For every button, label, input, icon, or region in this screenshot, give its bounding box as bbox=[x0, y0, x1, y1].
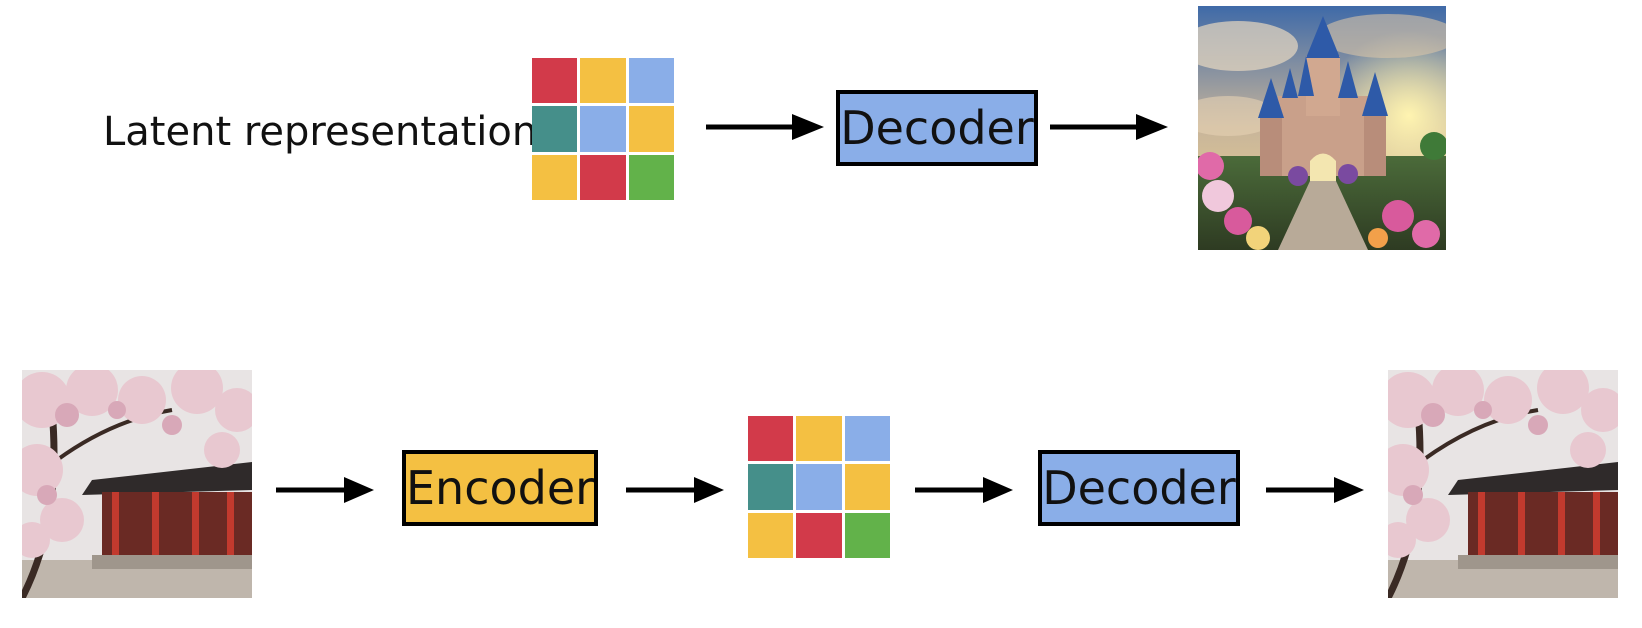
latent-cell bbox=[580, 58, 626, 104]
latent-cell bbox=[748, 512, 794, 558]
arrow-icon bbox=[1050, 114, 1168, 140]
encoder-label: Encoder bbox=[405, 461, 595, 515]
latent-cell bbox=[796, 464, 842, 510]
latent-cell bbox=[796, 512, 842, 558]
arrow-icon bbox=[626, 477, 724, 503]
latent-grid-top bbox=[532, 58, 674, 200]
decoder-box-bottom: Decoder bbox=[1038, 450, 1240, 526]
latent-cell bbox=[796, 416, 842, 462]
latent-cell bbox=[628, 154, 674, 200]
decoder-box-top: Decoder bbox=[836, 90, 1038, 166]
arrow-icon bbox=[915, 477, 1013, 503]
latent-cell bbox=[532, 58, 578, 104]
latent-cell bbox=[580, 106, 626, 152]
arrow-icon bbox=[706, 114, 824, 140]
latent-cell bbox=[844, 512, 890, 558]
latent-grid-bottom bbox=[748, 416, 890, 558]
arrow-icon bbox=[276, 477, 374, 503]
latent-cell bbox=[748, 464, 794, 510]
latent-cell bbox=[532, 106, 578, 152]
latent-cell bbox=[532, 154, 578, 200]
latent-cell bbox=[748, 416, 794, 462]
temple-image-input bbox=[22, 370, 252, 598]
latent-cell bbox=[628, 58, 674, 104]
decoder-label: Decoder bbox=[1042, 461, 1236, 515]
encoder-box: Encoder bbox=[402, 450, 598, 526]
latent-representation-label: Latent representation bbox=[103, 109, 538, 155]
temple-image-output bbox=[1388, 370, 1618, 598]
latent-cell bbox=[844, 416, 890, 462]
latent-cell bbox=[580, 154, 626, 200]
decoder-label: Decoder bbox=[840, 101, 1034, 155]
arrow-icon bbox=[1266, 477, 1364, 503]
latent-cell bbox=[628, 106, 674, 152]
castle-image bbox=[1198, 6, 1446, 250]
latent-cell bbox=[844, 464, 890, 510]
